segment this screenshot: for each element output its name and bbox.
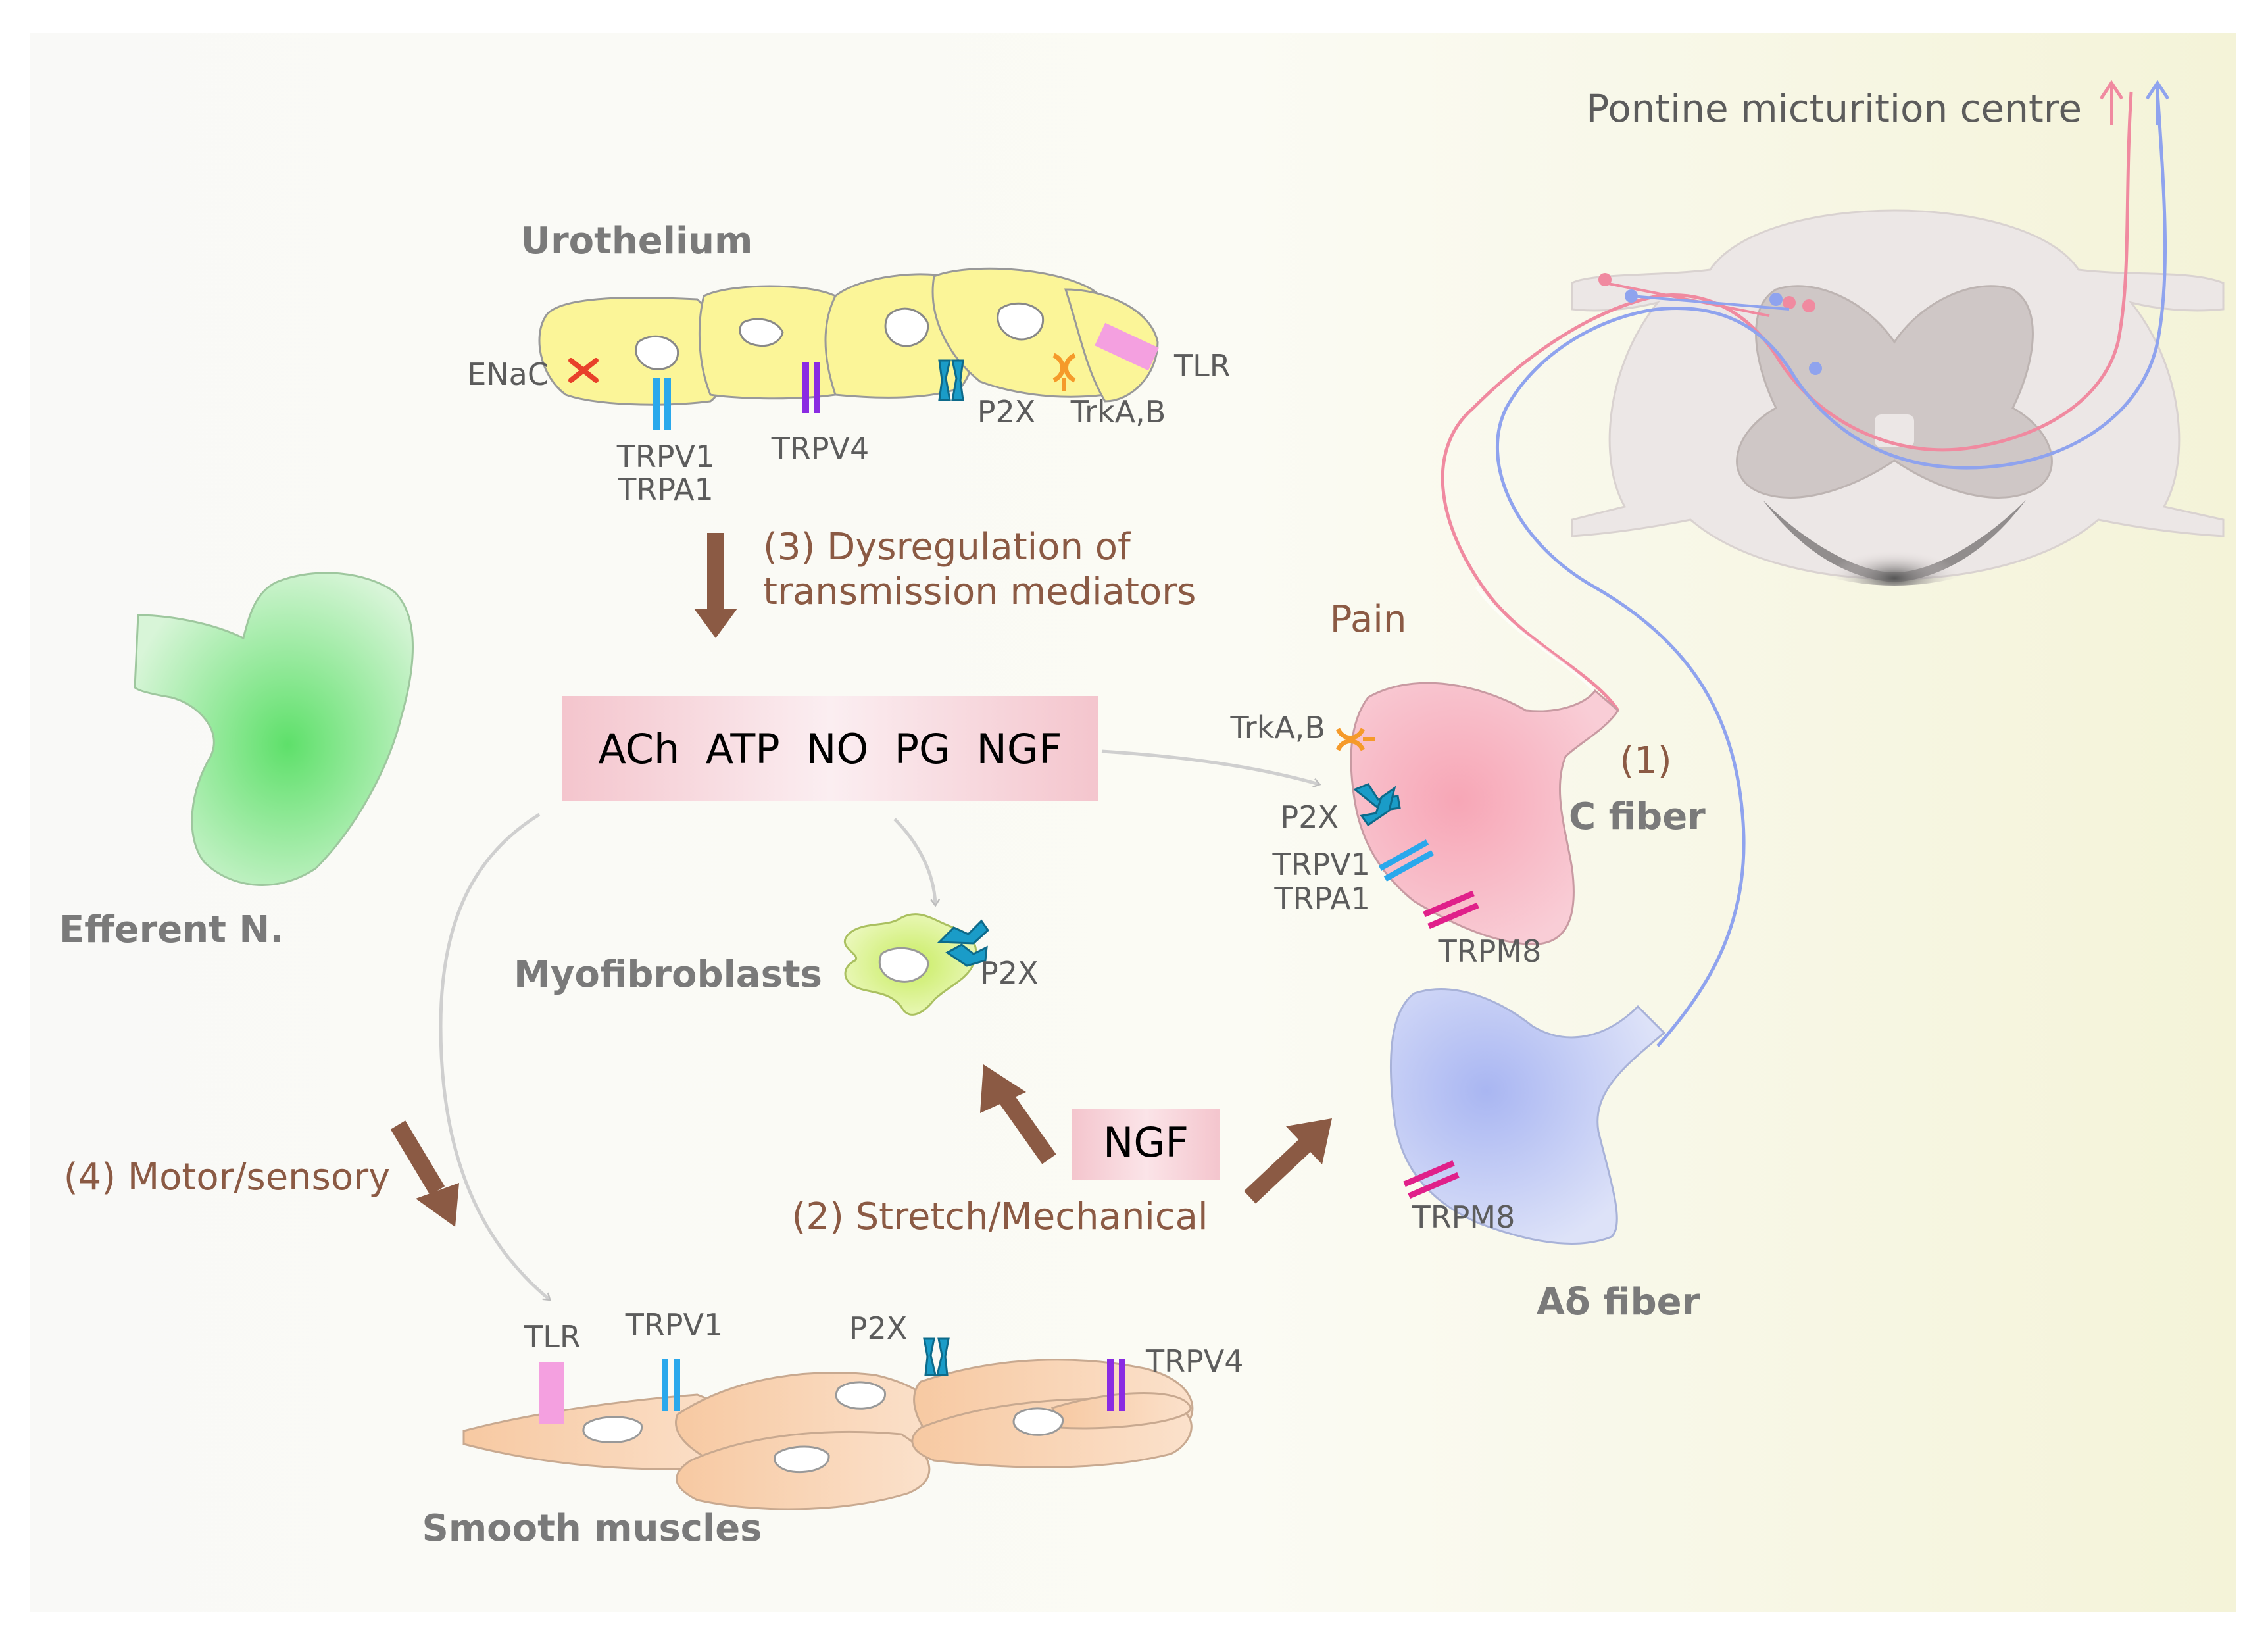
p2x-label: P2X	[977, 394, 1036, 430]
trpv4-channel-icon	[802, 362, 820, 413]
trpm8-channel-icon	[1403, 1160, 1460, 1199]
p2x-receptor-icon	[923, 1337, 950, 1376]
step3-label-line1: (3) Dysregulation of	[763, 526, 1131, 568]
c-fiber-label: C fiber	[1569, 795, 1706, 838]
ngf-label: NGF	[1103, 1118, 1189, 1166]
trpv4-channel-icon	[1107, 1359, 1125, 1411]
step1-label: (1)	[1619, 739, 1671, 782]
trpv4-label: TRPV4	[771, 431, 870, 466]
trpv1-label: TRPV1	[616, 439, 715, 474]
mediators-to-muscle-arrow	[439, 812, 551, 1301]
tlr-receptor-icon	[539, 1362, 564, 1424]
ad-fiber-pathway	[1496, 80, 2170, 1047]
mediators-label: ACh ATP NO PG NGF	[598, 725, 1062, 773]
trka-c-label: TrkA,B	[1229, 710, 1325, 745]
step3-label-line2: transmission mediators	[763, 570, 1196, 613]
step2-arrow-to-myo	[980, 1064, 1056, 1164]
ad-fiber-label: Aδ fiber	[1537, 1281, 1700, 1324]
trk-receptor-icon	[1335, 728, 1375, 751]
pontine-label: Pontine micturition centre	[1586, 86, 2082, 131]
trk-receptor-icon	[1052, 353, 1076, 391]
step4-label: (4) Motor/sensory	[64, 1156, 391, 1199]
tlr-label: TLR	[1173, 348, 1231, 384]
trpa1-label: TRPA1	[617, 472, 714, 507]
myofibroblasts-label: Myofibroblasts	[514, 953, 822, 996]
trpv1-c-label: TRPV1	[1271, 847, 1370, 882]
p2x-receptor-icon	[938, 359, 964, 401]
p2x-myo-label: P2X	[980, 955, 1039, 991]
urothelium-cells	[538, 267, 1159, 406]
trka-label: TrkA,B	[1070, 394, 1166, 430]
c-fiber-terminal	[1350, 682, 1619, 945]
enac-channel-icon	[568, 358, 599, 383]
urothelium-title: Urothelium	[521, 220, 753, 262]
trpv1-channel-icon	[662, 1359, 680, 1411]
p2x-sm-label: P2X	[849, 1310, 908, 1346]
step2-arrow-to-ad	[1244, 1118, 1332, 1204]
trpv1-channel-icon	[1378, 839, 1435, 882]
mediators-box	[562, 696, 1098, 801]
step2-label: (2) Stretch/Mechanical	[791, 1195, 1208, 1238]
efferent-neuron	[134, 572, 414, 886]
tlr-receptor-icon	[1095, 322, 1159, 371]
p2x-receptor-icon	[937, 919, 989, 967]
pain-label: Pain	[1330, 598, 1407, 641]
p2x-receptor-icon	[1353, 783, 1401, 827]
ad-fiber-terminal	[1389, 988, 1666, 1245]
trpm8-channel-icon	[1423, 890, 1479, 930]
trpm8-ad-label: TRPM8	[1412, 1199, 1516, 1235]
mediators-to-myo-arrow	[893, 818, 941, 907]
c-fiber-pathway	[1441, 80, 2133, 712]
smooth-muscles-label: Smooth muscles	[422, 1507, 762, 1550]
tlr-sm-label: TLR	[524, 1319, 581, 1355]
trpv1-sm-label: TRPV1	[625, 1307, 724, 1343]
efferent-label: Efferent N.	[59, 909, 284, 951]
step4-arrow	[390, 1120, 459, 1227]
trpv1-channel-icon	[653, 378, 671, 430]
step3-arrow	[694, 533, 737, 638]
trpv4-sm-label: TRPV4	[1145, 1343, 1244, 1379]
trpm8-c-label: TRPM8	[1438, 934, 1542, 969]
p2x-c-label: P2X	[1280, 799, 1339, 835]
mediators-to-cfiber-arrow	[1101, 749, 1321, 788]
ngf-box	[1072, 1109, 1220, 1180]
trpa1-c-label: TRPA1	[1273, 881, 1370, 916]
enac-label: ENaC	[467, 357, 549, 392]
